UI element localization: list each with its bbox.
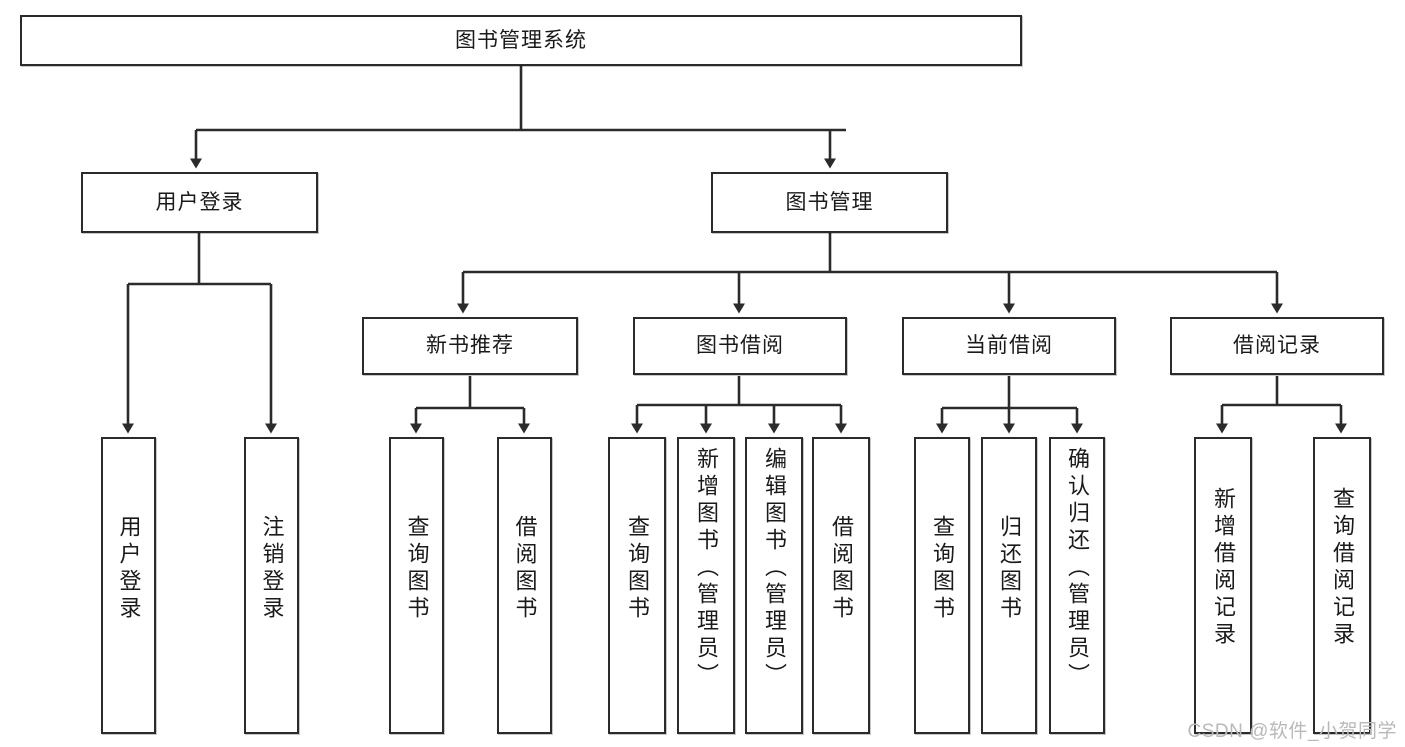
node-label: 查询图书: [404, 515, 430, 623]
leaf-book-borrow-add[interactable]: 新增图书（管理员）: [677, 437, 735, 734]
node-label: 图书管理系统: [455, 28, 587, 52]
leaf-current-borrow-confirm[interactable]: 确认归还（管理员）: [1049, 437, 1105, 734]
node-label: 新增图书（管理员）: [694, 447, 719, 690]
node-borrow-records[interactable]: 借阅记录: [1170, 317, 1384, 375]
leaf-records-add[interactable]: 新增借阅记录: [1194, 437, 1252, 734]
node-book-management[interactable]: 图书管理: [711, 172, 948, 233]
node-label: 查询借阅记录: [1330, 487, 1355, 649]
leaf-new-book-query[interactable]: 查询图书: [389, 437, 444, 734]
leaf-user-login-logout[interactable]: 注销登录: [244, 437, 299, 734]
leaf-current-borrow-return[interactable]: 归还图书: [981, 437, 1037, 734]
node-label: 编辑图书（管理员）: [762, 447, 787, 690]
node-label: 新书推荐: [426, 334, 514, 358]
node-label: 查询图书: [930, 515, 955, 623]
node-label: 查询图书: [625, 515, 650, 623]
node-label: 当前借阅: [965, 334, 1053, 358]
node-label: 借阅图书: [512, 515, 538, 623]
node-label: 用户登录: [116, 515, 142, 623]
node-label: 借阅记录: [1233, 334, 1321, 358]
leaf-current-borrow-query[interactable]: 查询图书: [914, 437, 970, 734]
node-label: 用户登录: [155, 190, 244, 214]
node-root-system[interactable]: 图书管理系统: [20, 15, 1022, 66]
leaf-records-query[interactable]: 查询借阅记录: [1313, 437, 1371, 734]
node-label: 注销登录: [259, 515, 285, 623]
watermark-text: CSDN @软件_小贺同学: [1187, 721, 1397, 742]
node-user-login[interactable]: 用户登录: [81, 172, 318, 233]
leaf-user-login-login[interactable]: 用户登录: [101, 437, 156, 734]
leaf-new-book-borrow[interactable]: 借阅图书: [497, 437, 552, 734]
node-book-borrow[interactable]: 图书借阅: [633, 317, 847, 375]
node-label: 归还图书: [997, 515, 1022, 623]
leaf-book-borrow-edit[interactable]: 编辑图书（管理员）: [745, 437, 803, 734]
node-current-borrow[interactable]: 当前借阅: [902, 317, 1116, 375]
leaf-book-borrow-query[interactable]: 查询图书: [608, 437, 666, 734]
node-label: 图书借阅: [696, 334, 784, 358]
leaf-book-borrow-borrow[interactable]: 借阅图书: [812, 437, 870, 734]
node-label: 确认归还（管理员）: [1065, 447, 1090, 690]
node-label: 新增借阅记录: [1211, 487, 1236, 649]
node-label: 借阅图书: [829, 515, 854, 623]
node-new-book-recommend[interactable]: 新书推荐: [362, 317, 578, 375]
node-label: 图书管理: [785, 190, 874, 214]
